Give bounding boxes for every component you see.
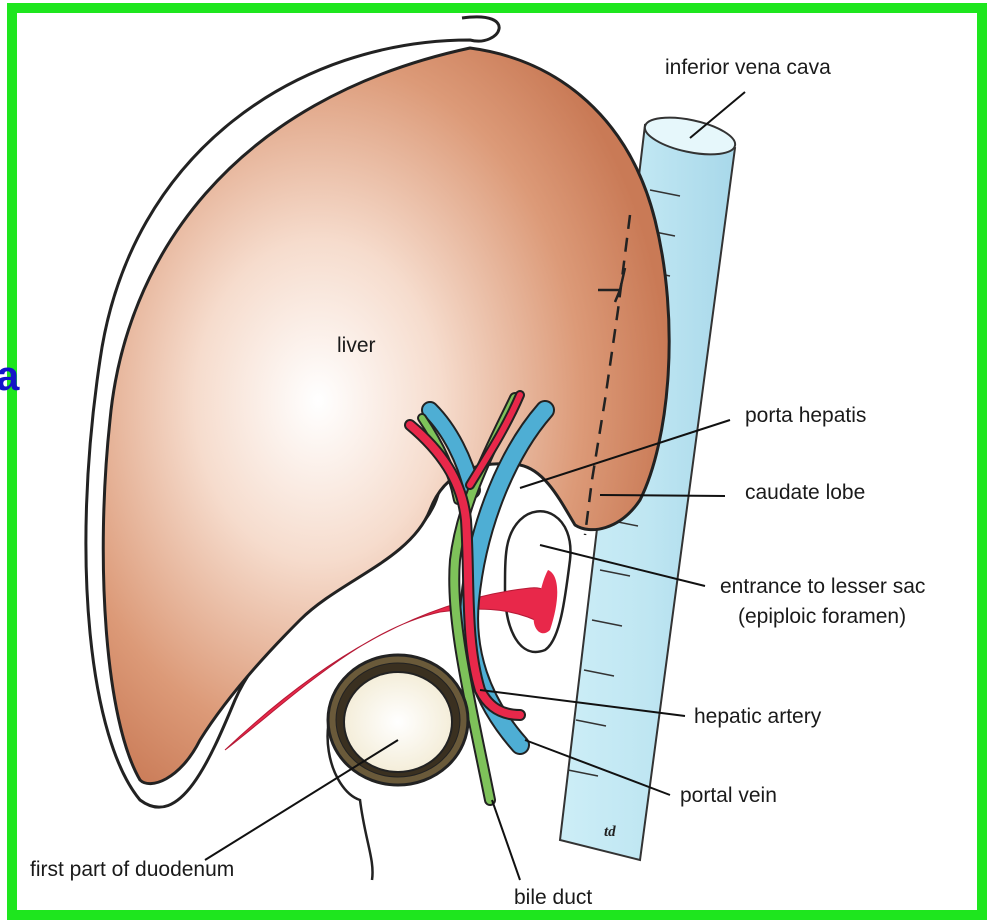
label-liver: liver xyxy=(337,334,376,358)
label-portal-vein: portal vein xyxy=(680,784,777,808)
label-hepatic-artery: hepatic artery xyxy=(694,705,821,729)
label-first-part-duodenum: first part of duodenum xyxy=(30,858,234,882)
edge-text: a xyxy=(0,352,19,400)
label-inferior-vena-cava: inferior vena cava xyxy=(665,56,831,80)
duodenum xyxy=(328,655,468,880)
label-bile-duct: bile duct xyxy=(514,886,592,910)
label-entrance-lesser-sac: entrance to lesser sac xyxy=(720,575,925,599)
label-epiploic-foramen: (epiploic foramen) xyxy=(738,605,906,629)
label-porta-hepatis: porta hepatis xyxy=(745,404,866,428)
epiploic-foramen xyxy=(505,511,570,652)
label-caudate-lobe: caudate lobe xyxy=(745,481,865,505)
artist-signature: td xyxy=(604,824,616,841)
